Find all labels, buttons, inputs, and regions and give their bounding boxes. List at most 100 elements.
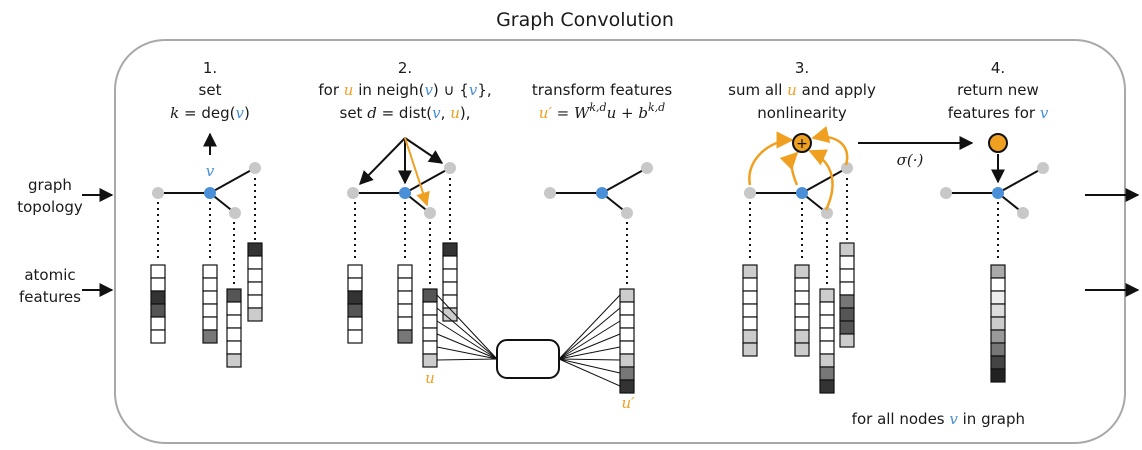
- step2-v3: v: [432, 104, 441, 122]
- step2-v2: v: [469, 81, 478, 99]
- s1-vec-left-cell: [150, 277, 166, 292]
- step3-line1a: sum all: [728, 81, 787, 99]
- s2-vec-left-cell: [347, 316, 363, 331]
- s4-vec-result-cell: [990, 303, 1006, 318]
- s2-vec-v-cell: [397, 316, 413, 331]
- s2-vec-up-cell: [442, 242, 458, 257]
- s1-node-left: [152, 187, 164, 199]
- s4-vec-result-cell: [990, 355, 1006, 370]
- s3-vec-left-cell: [742, 342, 758, 357]
- s3-vec-up-cell: [839, 320, 855, 335]
- tf-node-left: [544, 187, 556, 199]
- s1-vec-v-cell: [202, 329, 218, 344]
- s1-vec-up-cell: [247, 307, 263, 322]
- s3-vec-low-cell: [819, 353, 835, 368]
- step3-line2: nonlinearity: [757, 104, 847, 122]
- s1-vec-low-cell: [226, 301, 242, 316]
- s2-vec-u-cell: [422, 301, 438, 316]
- s3-node-lower: [821, 207, 833, 219]
- s3-vec-low-cell: [819, 301, 835, 316]
- step1-k: k: [170, 104, 179, 122]
- step3-u: u: [787, 81, 797, 99]
- s1-vec-v-cell: [202, 277, 218, 292]
- step2-u2: u: [450, 104, 460, 122]
- step2-v: v: [424, 81, 433, 99]
- tf-fan-out: [558, 333, 621, 360]
- s4-vec-result-cell: [990, 277, 1006, 292]
- s2-vec-v-cell: [397, 264, 413, 279]
- s3-vec-up-cell: [839, 281, 855, 296]
- s3-sum-arc-v: [779, 151, 799, 186]
- step3-number: 3.: [795, 59, 809, 77]
- tf-sup2: k,d: [648, 101, 665, 114]
- s2-vec-up-cell: [442, 294, 458, 309]
- s3-vec-low-cell: [819, 288, 835, 303]
- s1-vec-low-cell: [226, 340, 242, 355]
- tf-vec-uprime-cell: [619, 288, 635, 303]
- s1-vec-low-cell: [226, 353, 242, 368]
- s2-vec-left-cell: [347, 290, 363, 305]
- s2-fan-in: [436, 320, 498, 360]
- s2-vec-left-cell: [347, 303, 363, 318]
- s3-vec-v-cell: [794, 277, 810, 292]
- outer-frame: [114, 39, 1126, 444]
- graph-label-line1: graph: [28, 176, 72, 194]
- s1-vec-v-cell: [202, 316, 218, 331]
- s4-vec-result-cell: [990, 290, 1006, 305]
- s2-arrow-left: [359, 137, 406, 186]
- s2-vec-up-cell: [442, 307, 458, 322]
- s1-vec-v-cell: [202, 303, 218, 318]
- tf-vec-uprime-cell: [619, 366, 635, 381]
- step2-line1: for u in neigh(v) ∪ {v},: [318, 81, 491, 99]
- tf-eq: = W: [552, 104, 591, 122]
- s1-vec-left-cell: [150, 329, 166, 344]
- s1-vec-v-cell: [202, 264, 218, 279]
- tf-fan-out: [558, 346, 621, 360]
- s3-vec-low-cell: [819, 327, 835, 342]
- s3-vec-up-cell: [839, 333, 855, 348]
- s1-vec-v-cell: [202, 290, 218, 305]
- step1-line1: set: [199, 81, 222, 99]
- s2-fan-in: [436, 294, 498, 360]
- step1-eq: = deg(: [179, 104, 235, 122]
- s3-vec-left-cell: [742, 290, 758, 305]
- s3-vec-left-cell: [742, 316, 758, 331]
- s2-vec-left-cell: [347, 329, 363, 344]
- s1-node-v: [204, 187, 216, 199]
- s2-fan-in: [436, 307, 498, 360]
- tf-vec-uprime-cell: [619, 301, 635, 316]
- step2-d: d: [367, 104, 377, 122]
- tf-fan-out: [558, 358, 621, 374]
- tf-fan-out: [558, 358, 621, 361]
- s2-node-v: [399, 187, 411, 199]
- step1-formula: k = deg(v): [170, 104, 250, 122]
- step4-line2a: features for: [948, 104, 1040, 122]
- diagram-title: Graph Convolution: [496, 9, 674, 31]
- s2-vec-left-cell: [347, 264, 363, 279]
- s3-vec-left-cell: [742, 329, 758, 344]
- s2-vec-v-cell: [397, 290, 413, 305]
- s3-sum-arc-low: [808, 149, 834, 211]
- step2-in-neigh: in neigh(: [353, 81, 424, 99]
- s2-vec-u-cell: [422, 353, 438, 368]
- s3-vec-low-cell: [819, 340, 835, 355]
- tf-fan-out: [558, 358, 621, 387]
- s2-fan-in: [436, 358, 498, 361]
- u-label: u: [425, 369, 435, 387]
- s1-edge-upper: [209, 167, 256, 194]
- s3-vec-up-cell: [839, 268, 855, 283]
- s4-node-left: [940, 187, 952, 199]
- s2-node-lower: [424, 207, 436, 219]
- tf-fan-out: [558, 307, 621, 360]
- s3-vec-up-cell: [839, 294, 855, 309]
- tf-fan-out: [558, 294, 621, 360]
- s3-vec-v-cell: [794, 342, 810, 357]
- tf-edge-upper: [601, 167, 648, 194]
- s1-vec-up-cell: [247, 242, 263, 257]
- s4-vec-result-cell: [990, 342, 1006, 357]
- footer-a: for all nodes: [852, 410, 950, 428]
- s2-vec-v-cell: [397, 329, 413, 344]
- s4-node-upper: [1037, 162, 1049, 174]
- step2-line2: set d = dist(v, u),: [340, 104, 471, 122]
- graph-label-line2: topology: [17, 198, 83, 216]
